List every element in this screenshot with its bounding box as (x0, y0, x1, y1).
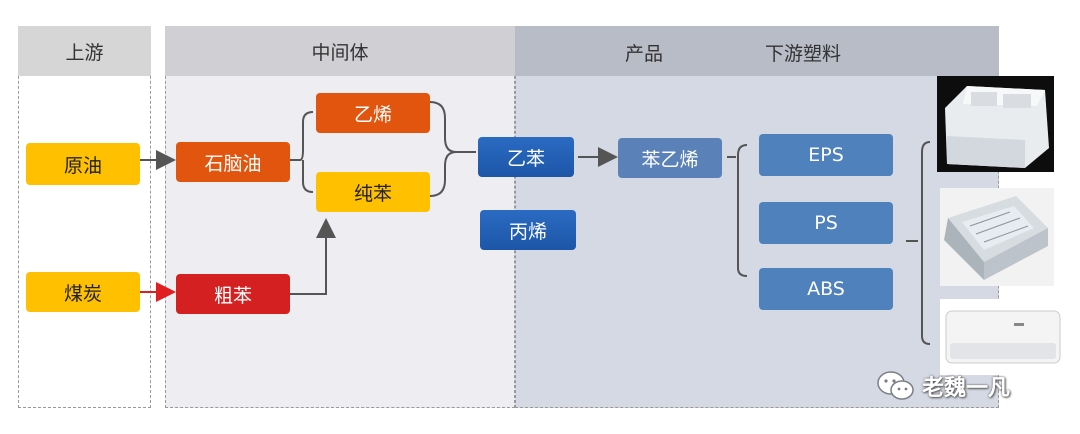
header-product-label: 产品 (625, 43, 664, 65)
product-downstream-section (515, 26, 999, 408)
node-naphtha-label: 石脑油 (204, 152, 262, 175)
node-ps-label: PS (814, 212, 838, 234)
node-coal-label: 煤炭 (63, 282, 102, 305)
node-eps: EPS (759, 134, 893, 176)
node-eps-label: EPS (808, 144, 844, 166)
node-crude-oil: 原油 (26, 143, 140, 185)
node-abs-label: ABS (807, 278, 845, 300)
node-ethylene: 乙烯 (316, 93, 430, 133)
watermark: 老魏一凡 (876, 366, 1056, 406)
node-propylene: 丙烯 (480, 210, 576, 250)
ps-container-photo (940, 188, 1054, 286)
node-propylene-label: 丙烯 (508, 220, 547, 243)
node-crude-benzene: 粗苯 (176, 274, 290, 314)
bracket-naphtha (290, 111, 314, 193)
wechat-logo-icon (877, 371, 914, 400)
header-intermediate-label: 中间体 (311, 41, 369, 64)
node-abs: ABS (759, 268, 893, 310)
node-naphtha: 石脑油 (176, 142, 290, 182)
eps-foam-photo (937, 76, 1054, 172)
node-styrene: 苯乙烯 (618, 138, 722, 178)
header-intermediate: 中间体 (165, 26, 515, 76)
node-coal: 煤炭 (26, 272, 140, 312)
bracket-styrene-plastics (727, 144, 748, 277)
upstream-section (18, 26, 151, 408)
node-pure-benzene: 纯苯 (316, 172, 430, 212)
header-upstream: 上游 (18, 26, 151, 76)
intermediate-section (165, 26, 515, 408)
node-crude-oil-label: 原油 (63, 154, 102, 177)
node-ethylbenzene-label: 乙苯 (506, 147, 545, 170)
bracket-to-ethylbenzene (429, 101, 476, 197)
node-ethylene-label: 乙烯 (353, 103, 392, 126)
arrow-crude-benzene-to-pure-benzene (290, 218, 336, 295)
header-downstream-label: 下游塑料 (765, 43, 842, 65)
node-crude-benzene-label: 粗苯 (213, 284, 252, 307)
air-conditioner-photo (940, 299, 1064, 375)
node-ethylbenzene: 乙苯 (478, 137, 574, 177)
bracket-plastics-photos (906, 141, 931, 345)
header-upstream-label: 上游 (65, 41, 104, 64)
watermark-text: 老魏一凡 (922, 376, 1011, 401)
node-styrene-label: 苯乙烯 (641, 148, 699, 171)
header-product-downstream: 产品 下游塑料 (515, 26, 999, 76)
node-ps: PS (759, 202, 893, 244)
node-pure-benzene-label: 纯苯 (353, 182, 392, 205)
